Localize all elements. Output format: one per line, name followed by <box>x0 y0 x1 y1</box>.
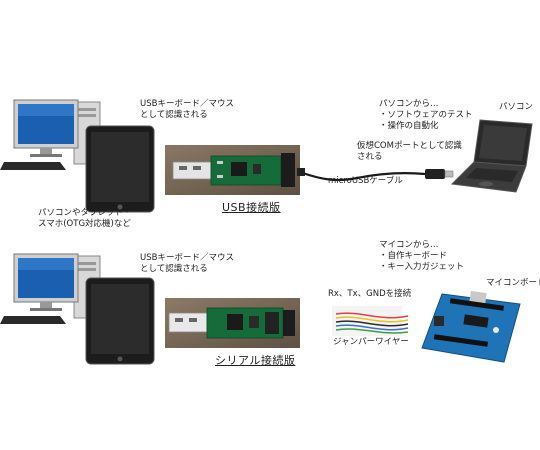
jumper-wire-label: ジャンパーワイヤー <box>333 337 409 347</box>
tablet-icon <box>85 277 155 365</box>
from-pc-title: パソコンから… <box>379 99 439 109</box>
serial-version-title: シリアル接続版 <box>215 354 296 367</box>
usb-recognition-label: USBキーボード／マウス として認識される <box>140 99 234 121</box>
from-pc-item-2: ・操作の自動化 <box>379 121 439 131</box>
usb-recognition-line2: として認識される <box>140 110 208 120</box>
desktop-pc-icon <box>0 99 101 170</box>
connect-label: Rx、Tx、GNDを接続 <box>328 289 412 299</box>
virtual-com-line1: 仮想COMポートとして認識 <box>357 141 462 151</box>
serial-device-image <box>165 298 300 348</box>
from-mcu-item-2: ・キー入力ガジェット <box>379 262 465 272</box>
from-pc-list: パソコンから… ・ソフトウェアのテスト ・操作の自動化 <box>379 99 473 132</box>
usb-version-title: USB接続版 <box>222 201 281 214</box>
microcontroller-board-icon <box>421 290 521 363</box>
virtual-com-line2: される <box>357 152 383 162</box>
jumper-wire-icon <box>332 306 409 336</box>
usb-recognition-line2: として認識される <box>140 264 208 274</box>
tablet-icon <box>85 125 155 213</box>
from-pc-item-1: ・ソフトウェアのテスト <box>379 110 473 120</box>
left-caption-line2: スマホ(OTG対応機)など <box>38 219 131 229</box>
usb-recognition-line1: USBキーボード／マウス <box>140 99 234 109</box>
usb-recognition-line1: USBキーボード／マウス <box>140 253 234 263</box>
left-caption: パソコンやタブレット・ スマホ(OTG対応機)など <box>38 208 132 230</box>
usb-device-image <box>165 145 300 195</box>
microusb-cable-icon <box>297 168 454 182</box>
virtual-com-label: 仮想COMポートとして認識 される <box>357 141 462 163</box>
from-mcu-list: マイコンから… ・自作キーボード ・キー入力ガジェット <box>379 240 464 273</box>
left-caption-line1: パソコンやタブレット・ <box>38 208 132 218</box>
usb-recognition-label: USBキーボード／マウス として認識される <box>140 253 234 275</box>
laptop-icon <box>450 119 533 193</box>
from-mcu-item-1: ・自作キーボード <box>379 251 448 261</box>
from-mcu-title: マイコンから… <box>379 240 439 250</box>
cable-label: microUSBケーブル <box>328 176 403 186</box>
laptop-label: パソコン <box>499 102 534 112</box>
microcontroller-label: マイコンボード <box>486 278 540 288</box>
